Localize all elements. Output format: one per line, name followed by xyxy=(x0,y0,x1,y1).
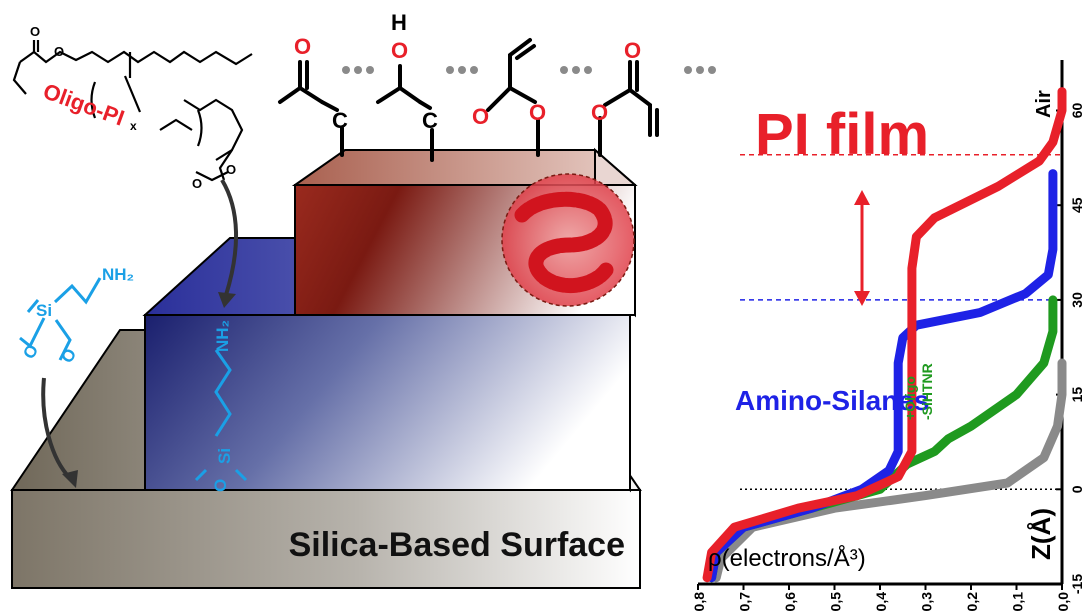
y-tick-label-5: 60 xyxy=(1069,103,1085,119)
top-group-labels: O C O H C O O O O xyxy=(294,10,641,133)
x-tick-label-0: 0,8 xyxy=(691,592,707,612)
svg-text:NH₂: NH₂ xyxy=(213,320,232,352)
x-tick-label-6: 0,2 xyxy=(964,592,980,612)
svg-text:Si: Si xyxy=(215,448,234,464)
svg-text:O: O xyxy=(624,38,641,63)
hybrid-label-line2: -SiHTNR xyxy=(919,363,935,420)
polymer-chain xyxy=(514,191,614,293)
top-functional-groups xyxy=(278,38,659,162)
silica-label: Silica-Based Surface xyxy=(289,526,625,564)
air-label: Air xyxy=(1033,90,1055,118)
silica-front-face xyxy=(11,489,641,589)
double-arrow-bottom xyxy=(854,291,870,306)
x-tick-label-4: 0,4 xyxy=(873,592,889,612)
y-tick-label-3: 30 xyxy=(1069,292,1085,308)
svg-text:O: O xyxy=(30,24,40,39)
x-tick-label-1: 0,7 xyxy=(737,592,753,612)
amino-layer-front-face xyxy=(144,314,631,491)
series-line-3 xyxy=(702,87,1067,583)
oligo-atoms: O O O O x xyxy=(30,24,236,191)
x-tick-label-5: 0,3 xyxy=(919,592,935,612)
svg-text:C: C xyxy=(422,108,438,133)
svg-text:O: O xyxy=(294,34,311,59)
svg-text:O: O xyxy=(529,100,546,125)
pi-film-title: PI film xyxy=(755,102,929,167)
svg-text:O: O xyxy=(54,44,64,59)
svg-text:O: O xyxy=(472,104,489,129)
y-tick-label-2: 15 xyxy=(1069,387,1085,403)
arrow-silane-to-surface xyxy=(41,377,72,480)
svg-text:x: x xyxy=(130,119,137,133)
svg-text:C: C xyxy=(332,108,348,133)
y-tick-label-1: 0 xyxy=(1069,485,1085,493)
x-axis-label: ρ(electrons/Å³) xyxy=(708,544,866,572)
oligo-pi-structure xyxy=(12,40,253,182)
free-aminosilane-labels: NH₂ Si O O xyxy=(19,265,134,366)
svg-text:O: O xyxy=(226,162,236,177)
arrow-head-1 xyxy=(218,292,236,308)
svg-text:O: O xyxy=(211,479,230,492)
series-line-1 xyxy=(707,295,1058,583)
svg-text:NH₂: NH₂ xyxy=(102,265,134,284)
ellipsis-dots xyxy=(342,66,716,74)
y-tick-label-4: 45 xyxy=(1069,197,1085,213)
double-arrow-top xyxy=(854,190,870,205)
x-tick-label-3: 0,5 xyxy=(828,592,844,612)
free-aminosilane xyxy=(19,277,102,361)
y-axis-label: Z(Å) xyxy=(1026,508,1056,560)
svg-text:H: H xyxy=(391,10,407,35)
arrow-head-2 xyxy=(62,470,78,488)
electron-density-chart: 0,8 0,7 0,6 0,5 0,4 0,3 0,2 0,1 0,0-15 0 15 30 45 60 ρ… xyxy=(691,60,1085,611)
x-tick-label-2: 0,6 xyxy=(782,592,798,612)
amino-silanes-label: Amino-Silanes xyxy=(735,385,929,416)
x-tick-label-7: 0,1 xyxy=(1010,592,1026,612)
svg-text:O: O xyxy=(391,38,408,63)
svg-text:O: O xyxy=(19,341,42,362)
x-tick-label-8: 0,0 xyxy=(1055,592,1071,612)
svg-text:O: O xyxy=(57,345,80,366)
svg-text:Si: Si xyxy=(36,301,52,320)
y-tick-label-0: -15 xyxy=(1069,574,1085,594)
series-line-0 xyxy=(711,358,1067,583)
bound-aminosilane-labels: NH₂ Si O xyxy=(211,320,234,492)
oligo-pi-label: Oligo-PI xyxy=(40,78,128,130)
arrow-oligo-to-layer xyxy=(220,178,238,296)
svg-text:O: O xyxy=(591,100,608,125)
hybrid-label-line1: +Oligo xyxy=(902,376,918,420)
svg-text:O: O xyxy=(192,176,202,191)
bound-aminosilane xyxy=(194,349,248,482)
